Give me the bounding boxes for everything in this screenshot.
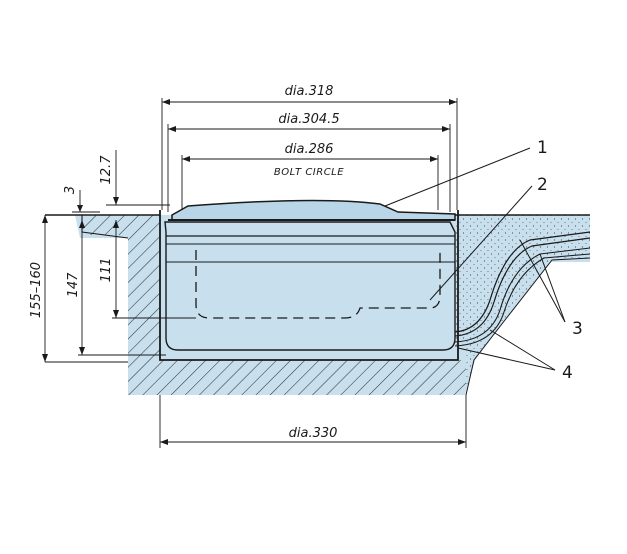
cable-upper-b: [454, 237, 591, 337]
dim-111-group: [113, 220, 119, 318]
dim-318-group: [161, 98, 458, 210]
dim-3-label: 3: [63, 186, 78, 194]
left-wall-hatch: [82, 215, 160, 360]
leader-4b: [489, 329, 556, 371]
dim-147-label: 147: [66, 272, 81, 298]
dim-304-group: [167, 124, 451, 212]
cover-lid: [171, 199, 456, 221]
right-backfill: [455, 215, 590, 395]
dim-286-group: [181, 155, 439, 210]
bolt-circle-label: BOLT CIRCLE: [274, 167, 344, 178]
dim-111-label: 111: [99, 258, 114, 283]
callout-4: 4: [562, 363, 573, 383]
callout-2: 2: [537, 175, 548, 195]
dim-155-group: [42, 215, 48, 362]
hidden-insert: [195, 250, 441, 319]
dim-147-group: [78, 220, 166, 356]
trench-edge: [465, 257, 591, 396]
leader-2: [429, 185, 533, 301]
leader-1: [384, 147, 531, 207]
leader-3a: [519, 239, 566, 323]
leader-3b: [539, 253, 566, 323]
callout-1: 1: [537, 138, 548, 158]
dim-330-group: [159, 395, 467, 448]
dim-286-label: dia.286: [285, 142, 334, 157]
leader-4a: [457, 347, 556, 371]
dim-12-group: [106, 150, 170, 206]
callout-3: 3: [572, 319, 583, 339]
inner-casing: [164, 221, 456, 351]
dim-12-label: 12.7: [99, 155, 114, 185]
dim-318-label: dia.318: [285, 84, 334, 99]
housing-outline: [159, 210, 459, 361]
cable-lower-b: [454, 253, 591, 347]
dim-330-label: dia.330: [289, 426, 338, 441]
dim-3-group: [72, 190, 100, 213]
cable-lower: [454, 247, 591, 343]
dim-155-label: 155–160: [29, 262, 44, 318]
bottom-slab-hatch: [128, 360, 466, 395]
cable-upper: [454, 231, 591, 333]
dim-304-label: dia.304.5: [278, 112, 339, 127]
